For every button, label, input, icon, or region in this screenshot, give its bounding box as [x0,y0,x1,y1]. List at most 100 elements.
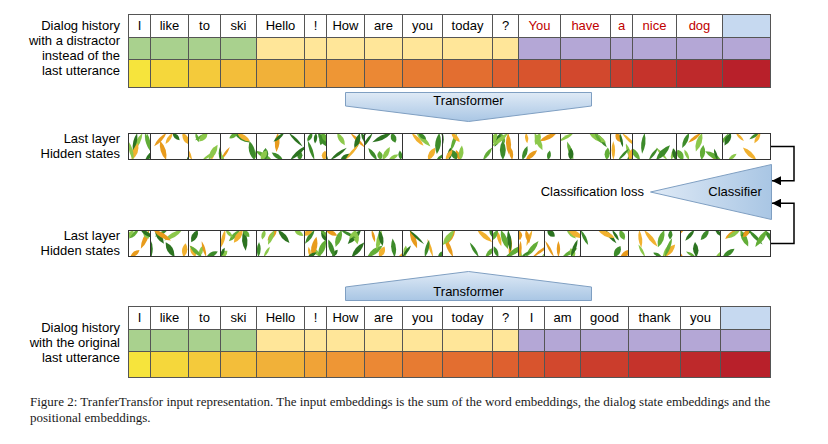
token-cell: How [326,14,365,38]
leaf-pattern [271,151,285,160]
token-cell: to [188,306,221,330]
classifier-shape [651,165,772,220]
leaf-pattern [632,133,676,160]
leaf-pattern [610,133,632,160]
dialog-state-cell [519,38,561,60]
leaf-pattern [366,230,402,257]
leaf-pattern [288,133,304,147]
token-text: today [452,307,484,329]
positional-cell [493,60,519,88]
token-cell: are [364,306,403,330]
row-heading: Dialog history with the original last ut… [23,320,120,365]
leaf-pattern [304,230,326,257]
positional-cell [519,60,561,88]
leaf-pattern [257,242,261,257]
hidden-state-border [189,231,221,257]
token-text: I [530,307,534,329]
hidden-state-border [721,231,771,257]
leaf-pattern [289,144,304,160]
positional-cell [365,60,403,88]
leaf-pattern [442,230,456,247]
token-cell: today [442,14,493,38]
leaf-pattern [316,239,326,257]
leaf-pattern [506,230,513,252]
leaf-pattern [206,143,220,160]
transformer-arrow: Transformer [345,92,592,122]
hidden-state-border [611,134,633,160]
block-label: Transformer [345,93,592,109]
dialog-state-cell [681,330,721,352]
token-cell: ! [304,306,327,330]
hidden-state-border [443,231,493,257]
leaf-pattern [319,230,326,243]
leaf-pattern [189,230,201,244]
dialog-state-cell [493,330,519,352]
leaf-pattern [316,133,326,149]
token-cell: thank [628,306,681,330]
leaf-pattern [128,230,136,247]
leaf-pattern [532,244,544,257]
dialog-state-cell [611,38,633,60]
leaf-pattern [580,230,628,257]
token-cell: ! [304,14,327,38]
dialog-state-cell [257,38,305,60]
leaf-pattern [304,230,314,238]
leaf-pattern [680,133,691,149]
token-cell: dog [676,14,723,38]
dialog-state-cell [677,38,723,60]
hidden-state-border [129,231,151,257]
token-text: you [412,15,433,37]
leaf-pattern [676,148,686,160]
leaf-pattern [699,145,706,160]
leaf-pattern [224,230,234,239]
hidden-state-border [129,134,151,160]
leaf-pattern [753,133,762,144]
leaf-pattern [617,148,629,160]
leaf-pattern [654,143,672,160]
hidden-state-row: Last layer Hidden states [8,230,770,257]
positional-cell [443,60,493,88]
leaf-pattern [444,148,454,160]
token-text: to [199,307,210,329]
leaf-pattern [492,133,510,148]
token-text: today [452,15,484,37]
token-text: to [199,15,210,37]
token-cell: ? [492,14,519,38]
leaf-pattern [683,149,691,160]
leaf-pattern [524,133,528,143]
block-arrow-shape [346,272,592,301]
hidden-state-border [257,134,305,160]
token-cell: ? [492,306,519,330]
leaf-pattern [518,230,544,257]
dialog-state-cell [221,330,257,352]
leaf-pattern [397,249,402,257]
token-cell: I [128,306,151,330]
positional-cell [365,352,403,378]
dialog-state-cell [581,330,629,352]
positional-cell [493,352,519,378]
leaf-pattern [417,133,427,141]
hidden-state-border [221,231,257,257]
leaf-pattern [612,245,623,257]
leaf-pattern [520,250,531,257]
token-text: nice [643,15,667,37]
leaf-pattern [508,146,514,160]
leaf-pattern [180,133,188,146]
hidden-state-border [519,231,545,257]
dialog-state-cell [561,38,611,60]
token-text: ski [231,15,247,37]
leaf-pattern [352,133,362,151]
token-text: good [590,307,619,329]
leaf-pattern [458,145,464,160]
token-cell: ski [220,14,257,38]
leaf-pattern [680,230,720,257]
dialog-state-cell [545,330,581,352]
hidden-state-border [581,231,629,257]
loss-label: Classification loss [530,184,644,200]
positional-cell [611,60,633,88]
leaf-pattern [519,241,523,257]
positional-cell [443,352,493,378]
row-heading: Dialog history with a distractor instead… [23,18,120,78]
dialog-state-cell [129,330,151,352]
leaf-pattern [632,146,642,160]
